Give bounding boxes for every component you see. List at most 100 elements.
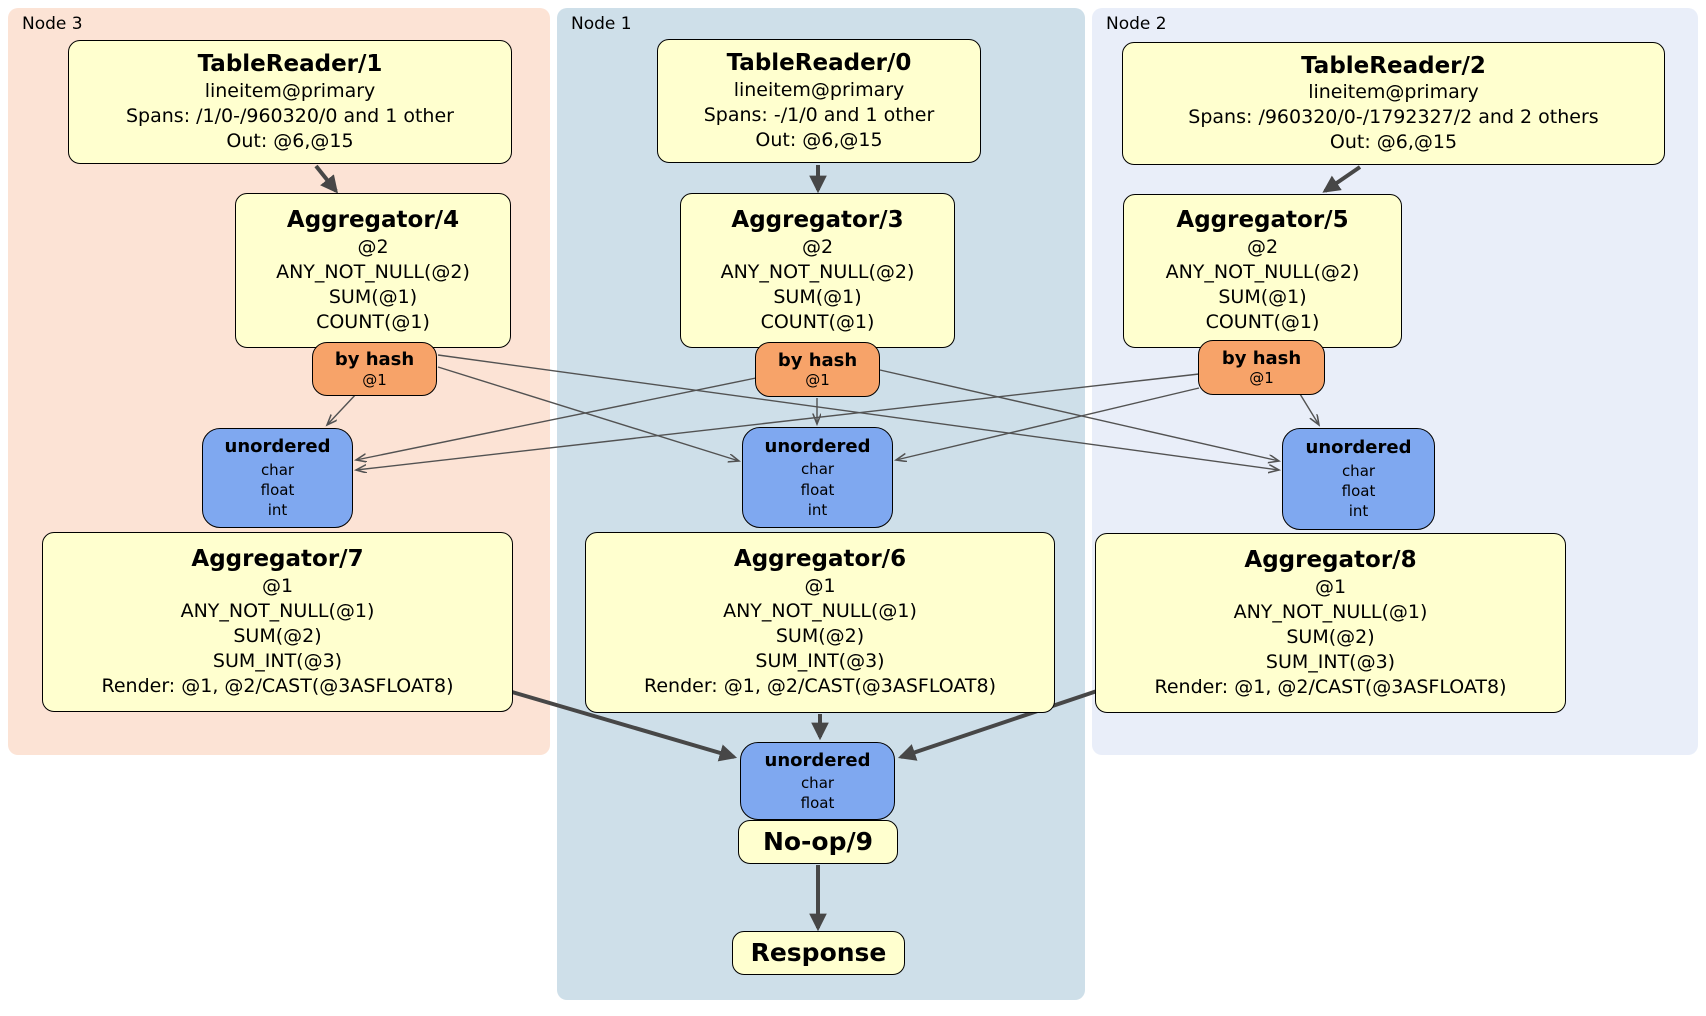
table-reader-0-line: lineitem@primary [733, 78, 905, 101]
edge-hash-router-n1-to-unordered-merge-n2 [879, 369, 1279, 461]
table-reader-1-title: TableReader/1 [197, 51, 383, 77]
aggregator-3-line: SUM(@1) [773, 285, 862, 308]
aggregator-6-line: ANY_NOT_NULL(@1) [723, 600, 917, 623]
aggregator-7-line: @1 [261, 574, 294, 597]
table-reader-2-line: lineitem@primary [1308, 81, 1479, 104]
aggregator-5-line: COUNT(@1) [1205, 311, 1320, 334]
edge-aggregator-8-to-unordered-merge-final [897, 689, 1098, 761]
aggregator-5-line: ANY_NOT_NULL(@2) [1165, 261, 1360, 284]
unordered-merge-final-box: unordered char float [740, 742, 895, 820]
edge-aggregator-7-to-unordered-merge-final [511, 690, 738, 762]
aggregator-6-title: Aggregator/6 [733, 546, 907, 573]
unordered-merge-n2-line: char [1341, 461, 1376, 480]
hash-router-n2-line: @1 [1249, 369, 1274, 388]
edge-hash-router-n3-to-unordered-merge-n3 [327, 391, 359, 425]
unordered-merge-n1-line: int [807, 500, 828, 519]
aggregator-8-line: SUM_INT(@3) [1265, 650, 1396, 673]
aggregator-6-line: SUM(@2) [775, 625, 865, 648]
aggregator-8-line: @1 [1314, 575, 1347, 598]
aggregator-4-line: ANY_NOT_NULL(@2) [276, 260, 470, 283]
table-reader-1-line: Out: @6,@15 [226, 129, 354, 152]
unordered-merge-n2-title: unordered [1305, 437, 1412, 459]
aggregator-3-line: @2 [801, 235, 834, 258]
aggregator-6-line: @1 [804, 575, 836, 598]
aggregator-8-line: Render: @1, @2/CAST(@3ASFLOAT8) [1154, 675, 1507, 698]
response-box: Response [732, 931, 905, 975]
table-reader-1-line: lineitem@primary [204, 79, 376, 102]
table-reader-2-line: Out: @6,@15 [1329, 131, 1458, 154]
edge-hash-router-n2-to-unordered-merge-n2 [1299, 393, 1319, 425]
aggregator-7-line: ANY_NOT_NULL(@1) [180, 599, 375, 622]
unordered-merge-n3-line: float [260, 481, 295, 500]
edge-hash-router-n3-to-unordered-merge-n1 [437, 366, 739, 461]
table-reader-0-line: Spans: -/1/0 and 1 other [703, 103, 935, 126]
aggregator-5-line: @2 [1246, 236, 1279, 259]
hash-router-n1-title: by hash [777, 349, 858, 371]
aggregator-3-title: Aggregator/3 [731, 206, 904, 233]
aggregator-5-line: SUM(@1) [1218, 286, 1307, 309]
hash-router-n1-box: by hash@1 [755, 342, 880, 397]
aggregator-4-title: Aggregator/4 [286, 206, 460, 233]
unordered-merge-n1-line: float [800, 480, 835, 499]
table-reader-2-line: Spans: /960320/0-/1792327/2 and 2 others [1188, 106, 1599, 129]
unordered-merge-n1-line: char [800, 460, 835, 479]
aggregator-8-line: ANY_NOT_NULL(@1) [1233, 600, 1428, 623]
no-op-9-title: No-op/9 [762, 827, 874, 857]
aggregator-4-line: @2 [357, 235, 389, 258]
aggregator-6-line: Render: @1, @2/CAST(@3ASFLOAT8) [644, 675, 996, 698]
aggregator-4-line: SUM(@1) [328, 285, 418, 308]
table-reader-0-line: Out: @6,@15 [755, 128, 883, 151]
edge-hash-router-n2-to-unordered-merge-n1 [896, 387, 1200, 460]
table-reader-1-line: Spans: /1/0-/960320/0 and 1 other [126, 104, 454, 127]
aggregator-5-title: Aggregator/5 [1176, 207, 1349, 234]
no-op-9-box: No-op/9 [738, 820, 898, 864]
unordered-merge-final-title: unordered [764, 749, 871, 771]
unordered-merge-final-line: char [800, 773, 835, 792]
hash-router-n3-box: by hash@1 [312, 342, 437, 396]
unordered-merge-n2-line: int [1348, 502, 1369, 521]
node-panel-label: Node 3 [22, 14, 83, 34]
aggregator-6-line: SUM_INT(@3) [755, 650, 885, 673]
aggregator-4-line: COUNT(@1) [316, 310, 430, 333]
table-reader-2-title: TableReader/2 [1301, 52, 1486, 79]
hash-router-n3-title: by hash [334, 349, 415, 371]
edge-table-reader-1-to-aggregator-4 [314, 164, 338, 194]
edge-hash-router-n1-to-unordered-merge-n3 [356, 377, 757, 460]
node-panel-label: Node 1 [571, 14, 632, 34]
unordered-merge-final-line: float [800, 794, 835, 813]
unordered-merge-n3-title: unordered [224, 436, 331, 458]
unordered-merge-n3-line: char [260, 460, 295, 479]
hash-router-n3-line: @1 [362, 370, 387, 389]
hash-router-n2-box: by hash@1 [1198, 340, 1325, 395]
unordered-merge-n3-line: int [267, 501, 288, 520]
aggregator-7-line: Render: @1, @2/CAST(@3ASFLOAT8) [101, 674, 454, 697]
edge-hash-router-n2-to-unordered-merge-n3 [356, 373, 1200, 470]
response-title: Response [750, 938, 887, 968]
aggregator-8-title: Aggregator/8 [1244, 546, 1417, 573]
aggregator-3-line: COUNT(@1) [760, 310, 875, 333]
aggregator-7-line: SUM(@2) [233, 624, 322, 647]
unordered-merge-n2-line: float [1341, 482, 1376, 501]
node-panel-label: Node 2 [1106, 14, 1167, 34]
aggregator-3-line: ANY_NOT_NULL(@2) [720, 260, 915, 283]
table-reader-0-title: TableReader/0 [726, 50, 912, 76]
edge-table-reader-2-to-aggregator-5 [1322, 165, 1362, 193]
aggregator-8-line: SUM(@2) [1286, 625, 1375, 648]
aggregator-7-line: SUM_INT(@3) [212, 649, 343, 672]
hash-router-n2-title: by hash [1221, 347, 1302, 369]
hash-router-n1-line: @1 [805, 371, 830, 390]
